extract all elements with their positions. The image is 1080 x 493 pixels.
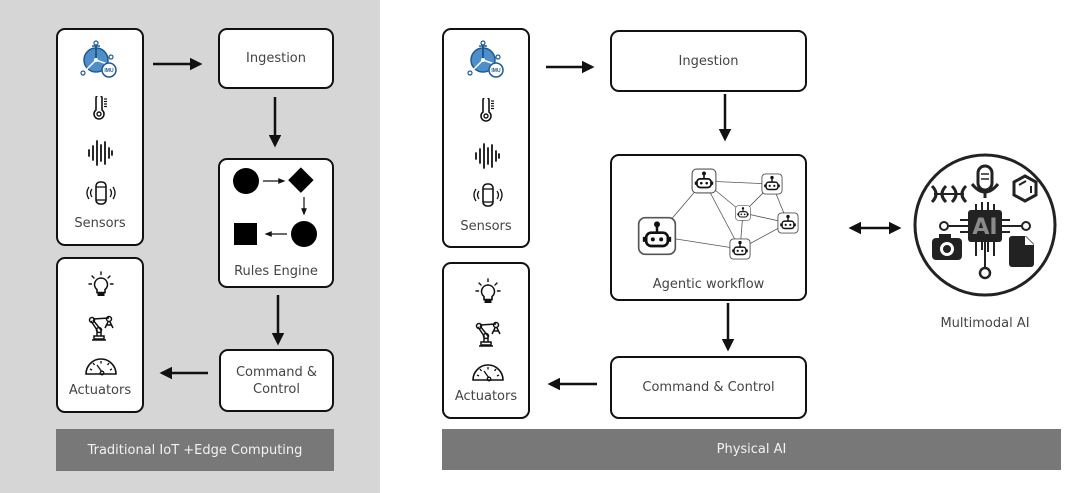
multimodal-ai-icon: AI (913, 153, 1057, 297)
molecule-icon (1012, 174, 1038, 203)
multimodal-ai-label: Multimodal AI (940, 316, 1030, 331)
microphone-icon (970, 164, 1000, 198)
rules-engine-label: Rules Engine (234, 264, 318, 279)
ingestion-label: Ingestion (246, 51, 306, 66)
actuators-label: Actuators (454, 389, 518, 404)
rule-action-circle (291, 221, 317, 247)
dna-icon (930, 184, 968, 204)
command-control-label: Command & Control (642, 380, 775, 395)
rule-end-square (234, 223, 257, 245)
agentic-workflow-box: Agentic workflow (610, 154, 807, 301)
left-sensors-box: Sensors (56, 28, 144, 246)
left-rules-engine-box: Rules Engine (218, 158, 334, 288)
sensors-label: Sensors (74, 216, 126, 231)
ingestion-label: Ingestion (678, 53, 739, 69)
left-actuators-box: Actuators (56, 257, 144, 413)
right-ingestion-box: Ingestion (610, 30, 807, 92)
right-actuators-box: Actuators (442, 262, 530, 419)
command-control-label-line2: Control (253, 382, 300, 397)
left-ingestion-box: Ingestion (218, 28, 334, 89)
document-icon (1009, 236, 1034, 267)
left-arrows (153, 57, 285, 380)
agentic-workflow-label: Agentic workflow (652, 277, 765, 292)
right-sensors-box: Sensors (442, 28, 530, 248)
ai-chip-label: AI (972, 215, 997, 240)
left-command-control-box: Command & Control (219, 349, 334, 412)
rules-flow-icon (233, 167, 317, 247)
ai-chip-icon: AI (939, 202, 1031, 280)
actuators-label: Actuators (68, 383, 132, 398)
agent-network (612, 156, 805, 266)
camera-icon (932, 234, 962, 260)
sensors-label: Sensors (460, 219, 512, 234)
command-control-label-line1: Command & (235, 365, 318, 380)
rule-start-circle (233, 168, 259, 194)
right-command-control-box: Command & Control (610, 356, 807, 419)
traditional-iot-footer: Traditional IoT +Edge Computing (56, 429, 334, 471)
physical-ai-footer: Physical AI (442, 429, 1061, 470)
